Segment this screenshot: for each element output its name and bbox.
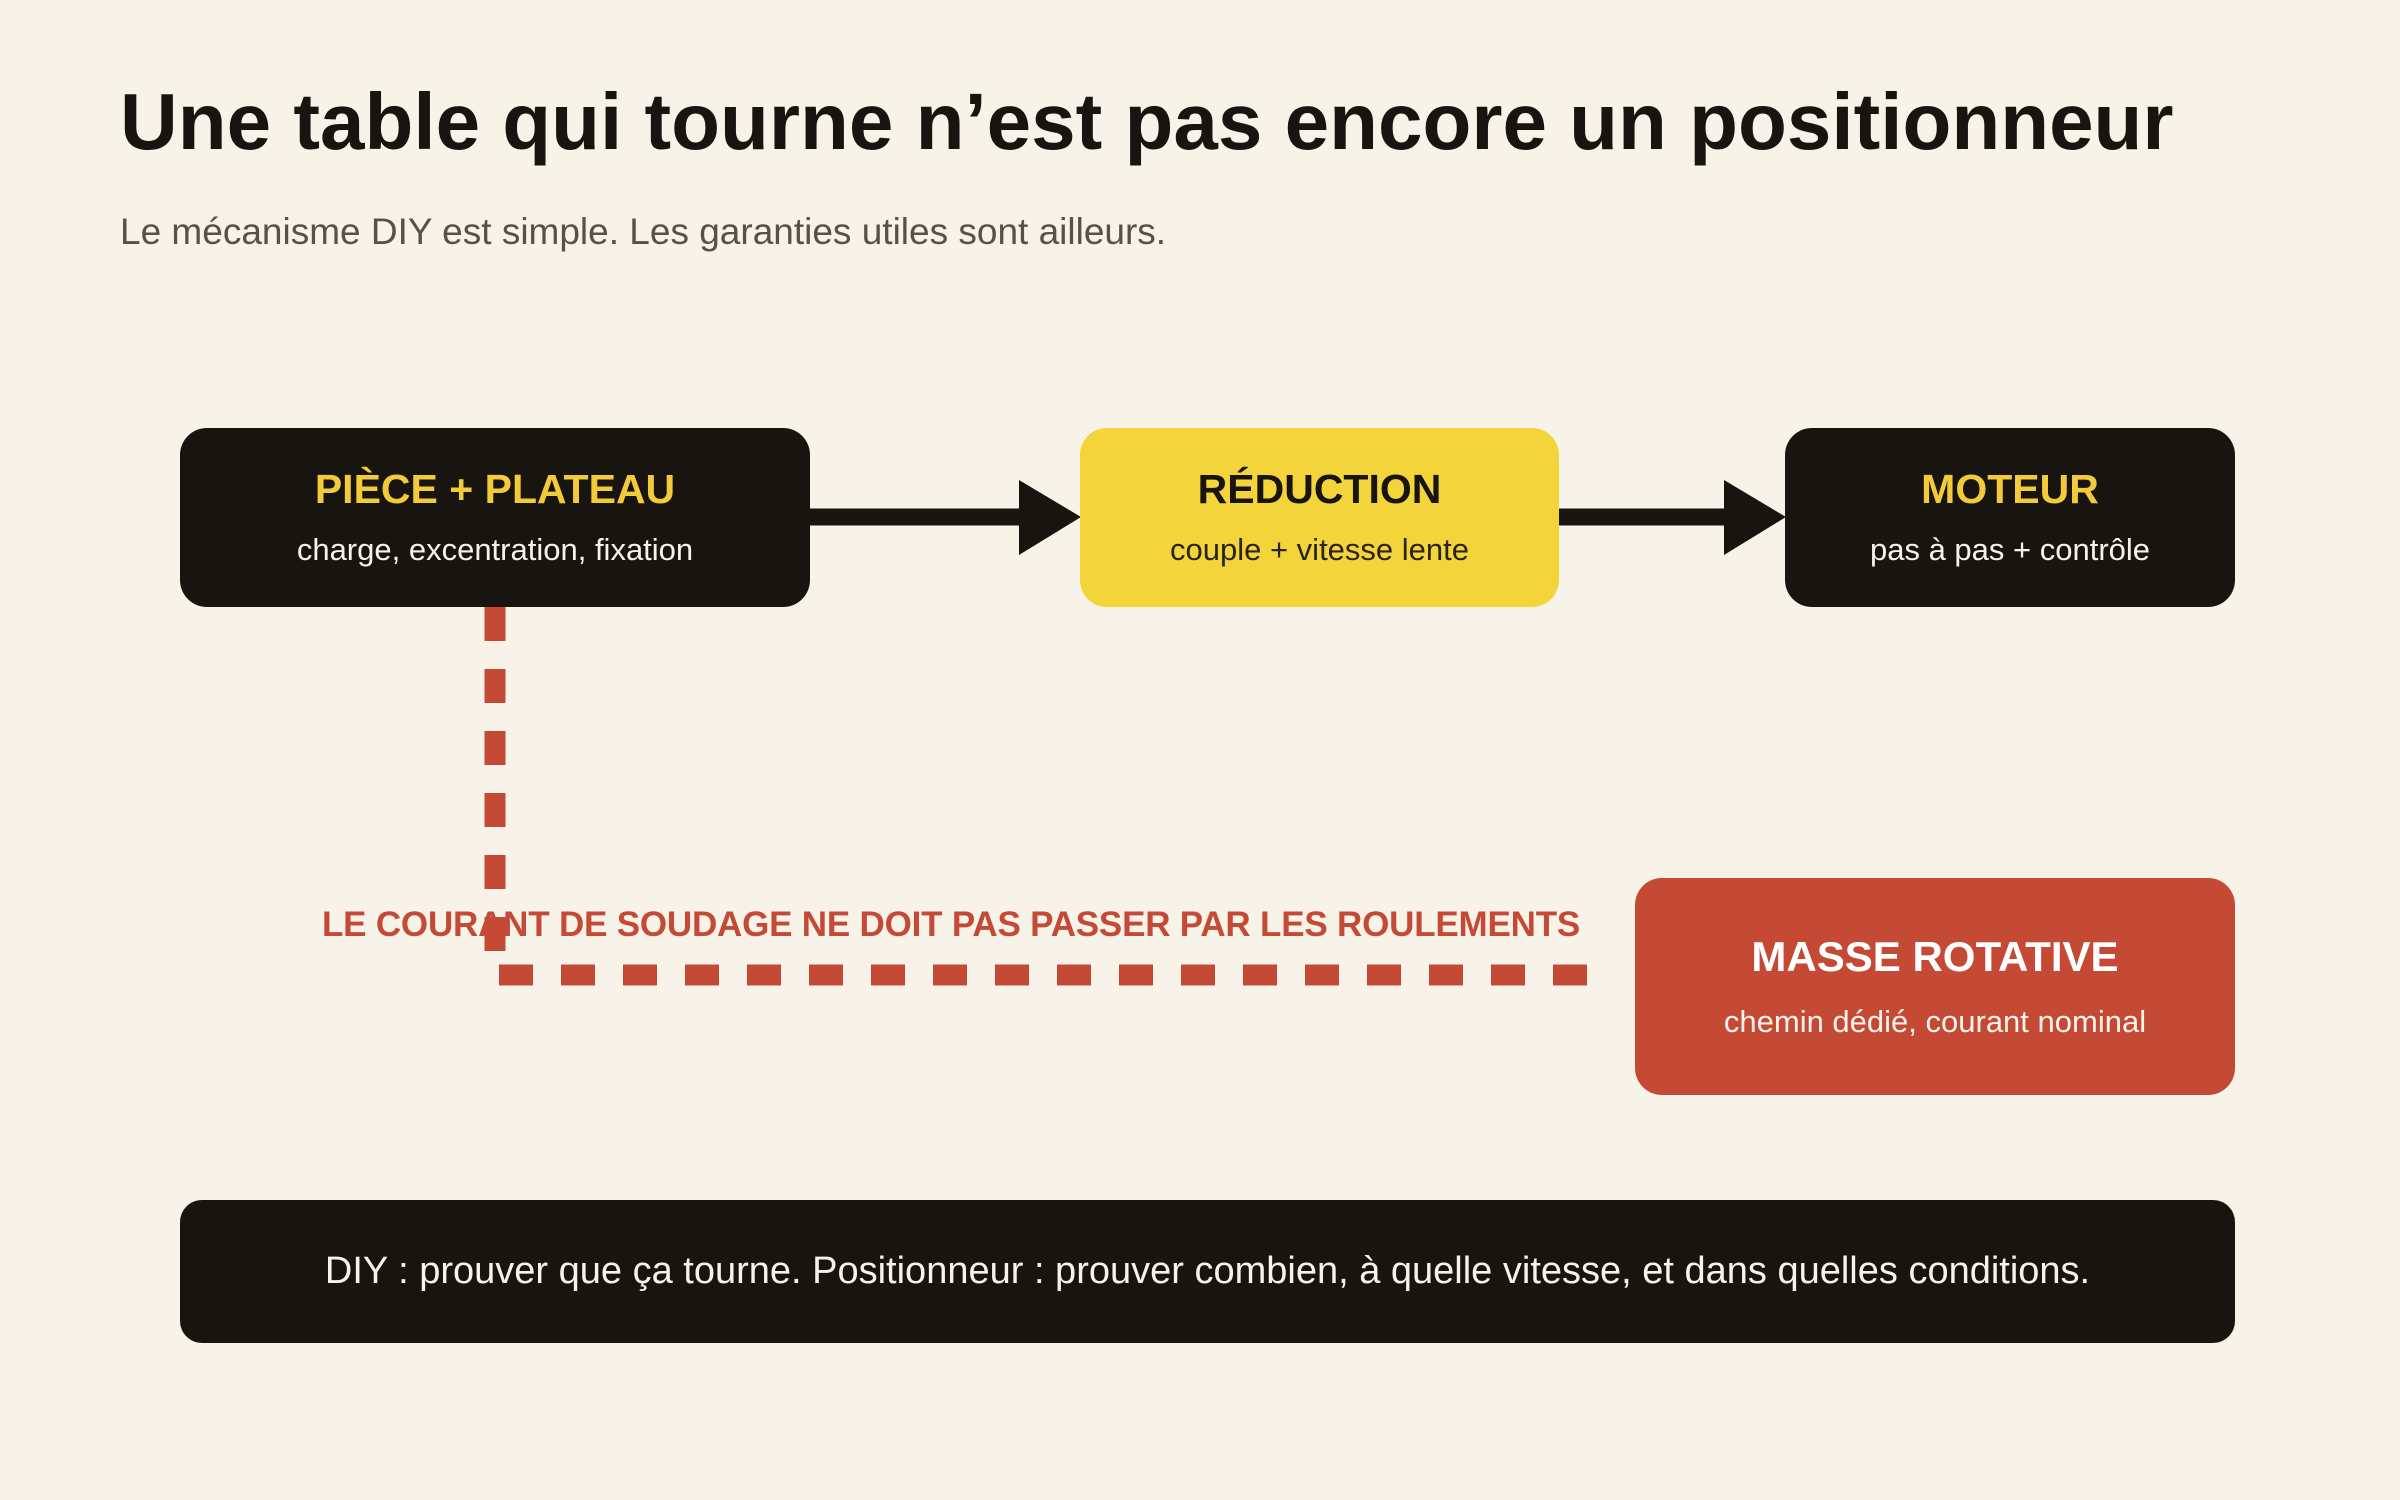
arrow-piece-to-reduction-head — [1019, 480, 1081, 555]
node-piece-plateau: PIÈCE + PLATEAU charge, excentration, fi… — [180, 428, 810, 607]
node-masse-rotative: MASSE ROTATIVE chemin dédié, courant nom… — [1635, 878, 2235, 1095]
footer-bar: DIY : prouver que ça tourne. Positionneu… — [180, 1200, 2235, 1343]
node-reduction-title: RÉDUCTION — [1197, 466, 1442, 513]
page-subtitle: Le mécanisme DIY est simple. Les garanti… — [120, 211, 1167, 252]
node-piece-plateau-subtitle: charge, excentration, fixation — [296, 532, 694, 568]
arrow-reduction-to-moteur-head — [1724, 480, 1786, 555]
node-moteur: MOTEUR pas à pas + contrôle — [1785, 428, 2235, 607]
node-piece-plateau-title: PIÈCE + PLATEAU — [314, 466, 676, 513]
node-moteur-subtitle: pas à pas + contrôle — [1869, 532, 2151, 568]
node-reduction-subtitle: couple + vitesse lente — [1170, 532, 1469, 568]
node-masse-rotative-subtitle: chemin dédié, courant nominal — [1723, 1004, 2147, 1040]
warning-label: LE COURANT DE SOUDAGE NE DOIT PAS PASSER… — [322, 905, 1581, 944]
page-title: Une table qui tourne n’est pas encore un… — [120, 77, 2174, 166]
node-moteur-title: MOTEUR — [1921, 466, 2099, 513]
node-reduction: RÉDUCTION couple + vitesse lente — [1080, 428, 1559, 607]
footer-text: DIY : prouver que ça tourne. Positionneu… — [324, 1250, 2091, 1292]
node-masse-rotative-title: MASSE ROTATIVE — [1751, 932, 2119, 980]
